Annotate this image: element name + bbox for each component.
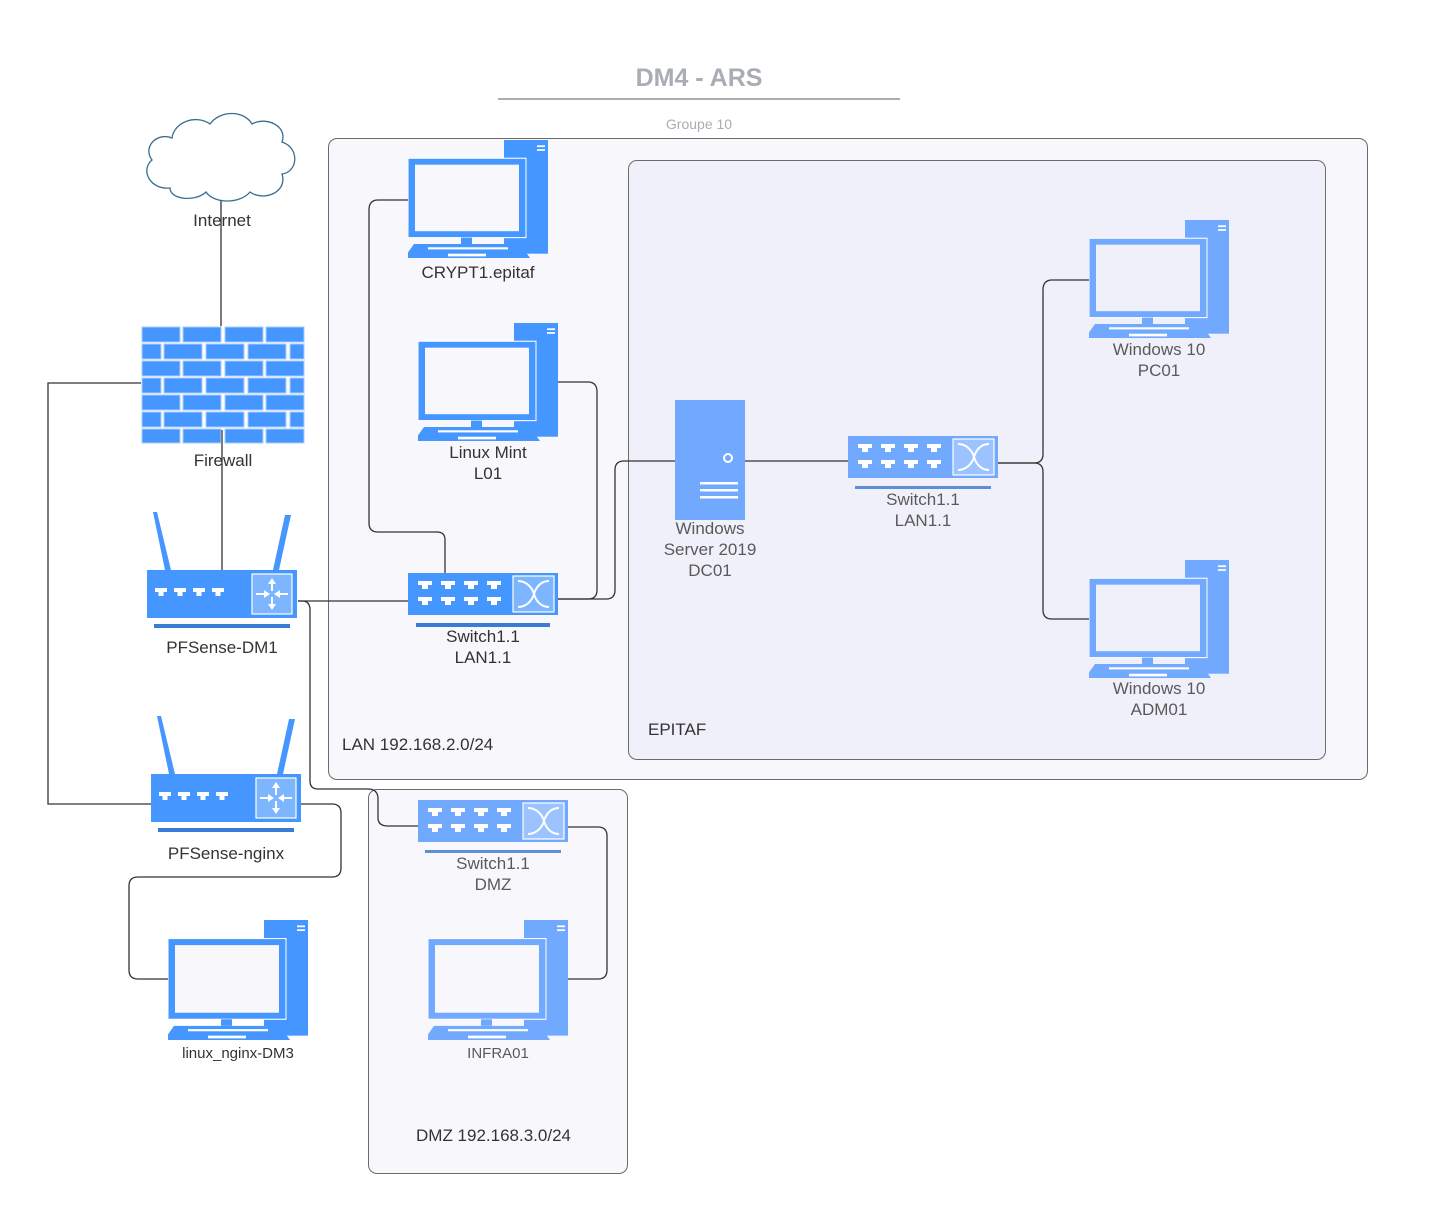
firewall-icon xyxy=(141,326,305,444)
pfsense-nginx-label: PFSense-nginx xyxy=(167,844,285,863)
switch-base-bar xyxy=(425,850,561,853)
pfsense-dm1-node[interactable] xyxy=(147,512,301,635)
infra01-node[interactable] xyxy=(428,920,568,1045)
pc01-label-line2: PC01 xyxy=(1137,361,1181,380)
pc01-node[interactable] xyxy=(1089,220,1229,343)
switch-epitaf-node[interactable] xyxy=(848,436,998,489)
switch-icon xyxy=(408,573,558,619)
desktop-computer-icon xyxy=(428,920,568,1040)
server-icon xyxy=(675,400,745,520)
firewall-node[interactable] xyxy=(141,326,305,449)
switch-icon xyxy=(848,436,998,482)
switch-base-bar xyxy=(855,486,991,489)
router-icon xyxy=(151,716,305,834)
desktop-computer-icon xyxy=(168,920,308,1040)
dc01-label: Windows Server 2019 DC01 xyxy=(640,518,780,581)
desktop-computer-icon xyxy=(408,140,548,258)
linux-nginx-label: linux_nginx-DM3 xyxy=(182,1045,294,1062)
dc01-label-line1: Windows xyxy=(675,519,745,538)
link-firewall-pfsense-nginx xyxy=(47,382,152,805)
adm01-label-line2: ADM01 xyxy=(1130,700,1188,719)
pfsense-nginx-node[interactable] xyxy=(151,716,305,839)
adm01-label-line1: Windows 10 xyxy=(1112,679,1206,698)
switch-base-bar xyxy=(416,623,550,627)
switch-epitaf-label-line1: Switch1.1 xyxy=(886,490,960,509)
linux-mint-label-line1: Linux Mint xyxy=(449,443,527,462)
cloud-icon xyxy=(146,112,296,202)
dc01-node[interactable] xyxy=(675,400,745,525)
linux-mint-label-line2: L01 xyxy=(473,464,503,483)
linux-mint-node[interactable] xyxy=(418,323,558,446)
switch-dmz-node[interactable] xyxy=(418,800,568,853)
pc01-label-line1: Windows 10 xyxy=(1112,340,1206,359)
linux-nginx-node[interactable] xyxy=(168,920,308,1045)
diagram-title: DM4 - ARS xyxy=(635,64,763,92)
diagram-subtitle: Groupe 10 xyxy=(665,116,733,132)
switch-dmz-label: Switch1.1 DMZ xyxy=(423,853,563,895)
desktop-computer-icon xyxy=(418,323,558,441)
crypt1-node[interactable] xyxy=(408,140,548,263)
switch-dmz-label-line1: Switch1.1 xyxy=(456,854,530,873)
router-icon xyxy=(147,512,301,630)
switch-epitaf-label: Switch1.1 LAN1.1 xyxy=(853,489,993,531)
linux-mint-label: Linux Mint L01 xyxy=(418,442,558,484)
adm01-label: Windows 10 ADM01 xyxy=(1089,678,1229,720)
switch-lan-node[interactable] xyxy=(408,573,558,627)
dc01-label-line3: DC01 xyxy=(688,561,732,580)
internet-label: Internet xyxy=(193,211,251,230)
zone-lan-label: LAN 192.168.2.0/24 xyxy=(342,735,494,754)
desktop-computer-icon xyxy=(1089,560,1229,678)
switch-dmz-label-line2: DMZ xyxy=(474,875,512,894)
crypt1-label: CRYPT1.epitaf xyxy=(421,263,535,282)
switch-lan-label: Switch1.1 LAN1.1 xyxy=(413,626,553,668)
infra01-label: INFRA01 xyxy=(467,1045,529,1062)
pfsense-dm1-label: PFSense-DM1 xyxy=(166,638,278,657)
zone-dmz-label: DMZ 192.168.3.0/24 xyxy=(416,1126,571,1145)
title-divider xyxy=(498,98,900,100)
switch-lan-label-line2: LAN1.1 xyxy=(454,648,512,667)
firewall-label: Firewall xyxy=(193,451,253,470)
switch-lan-label-line1: Switch1.1 xyxy=(446,627,520,646)
zone-epitaf-label: EPITAF xyxy=(648,720,707,739)
adm01-node[interactable] xyxy=(1089,560,1229,683)
internet-node[interactable] xyxy=(140,108,300,208)
dc01-label-line2: Server 2019 xyxy=(663,540,757,559)
switch-epitaf-label-line2: LAN1.1 xyxy=(894,511,952,530)
desktop-computer-icon xyxy=(1089,220,1229,338)
pc01-label: Windows 10 PC01 xyxy=(1089,339,1229,381)
switch-icon xyxy=(418,800,568,846)
